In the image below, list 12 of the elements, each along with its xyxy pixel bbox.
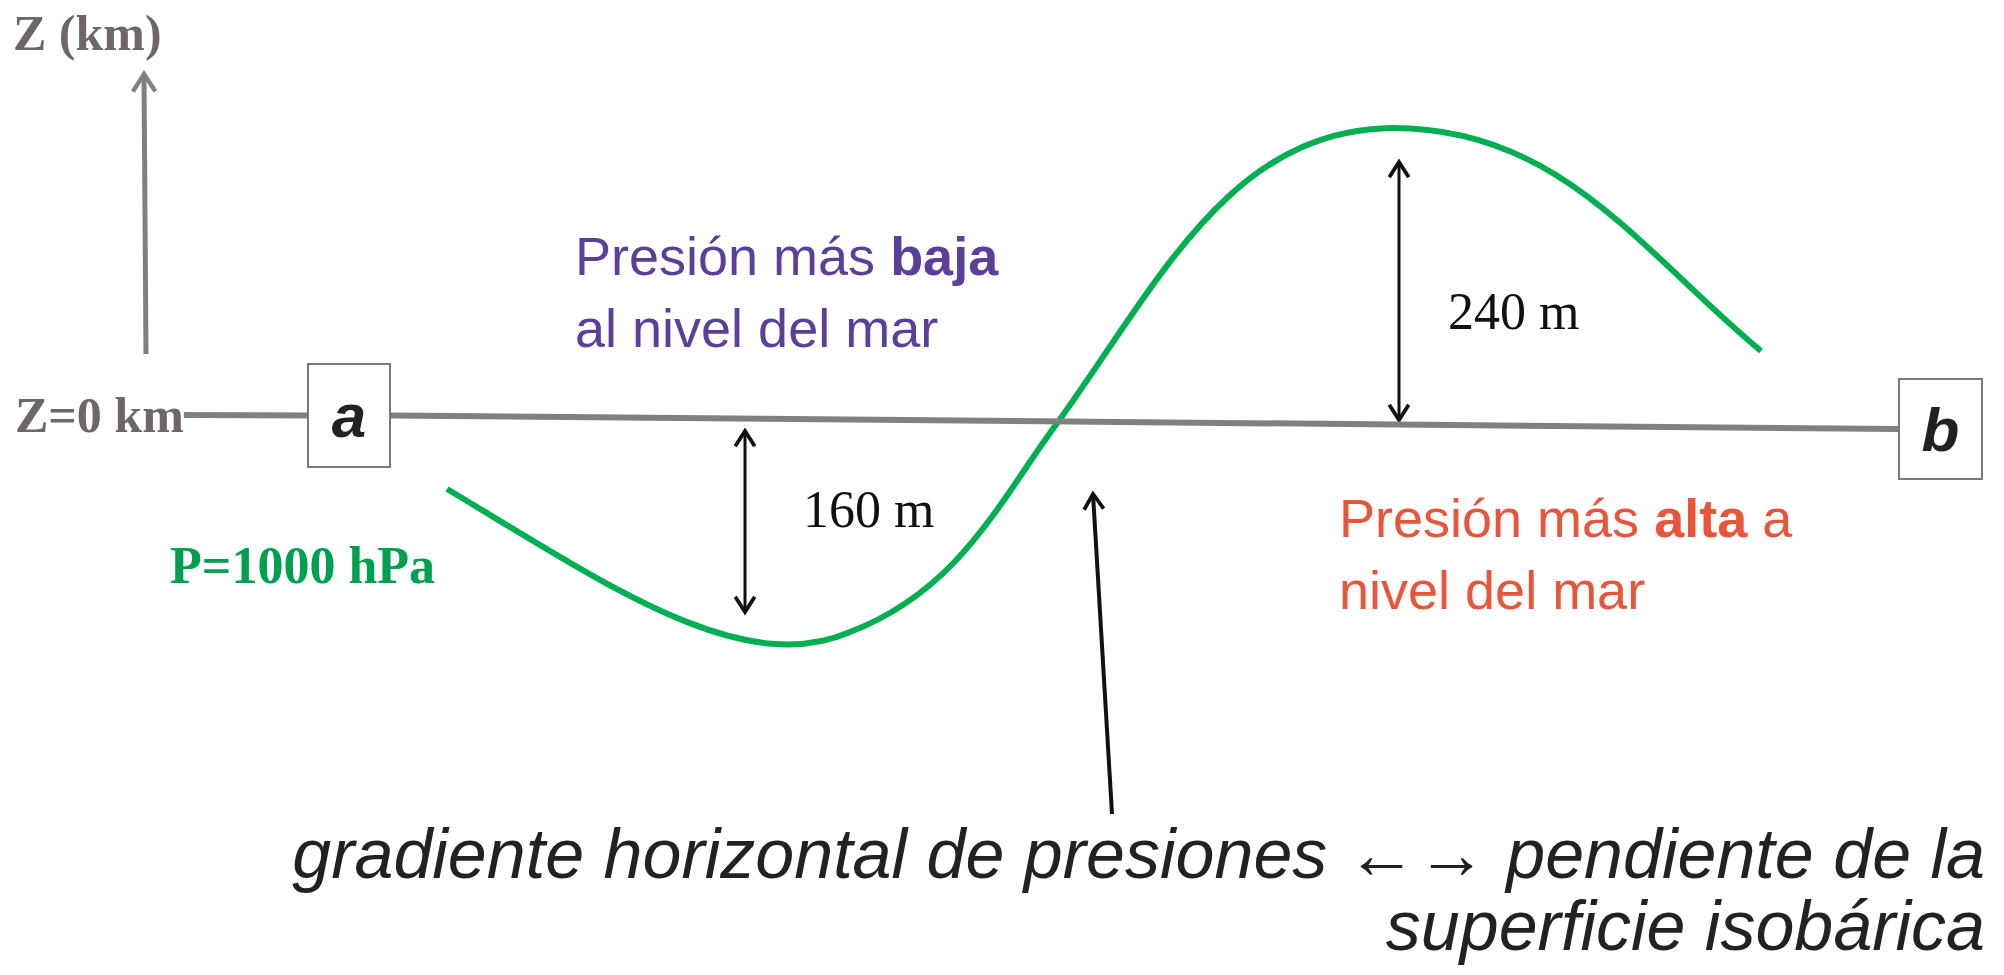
dimension-label: 240 m — [1448, 282, 1580, 341]
point-box: a — [307, 363, 391, 468]
leader-line — [1082, 492, 1114, 815]
sea-level-line — [390, 412, 1899, 432]
axis-label: Z (km) — [13, 4, 162, 62]
dimension-label: 160 m — [803, 480, 935, 539]
sea-level-line — [183, 412, 307, 419]
annotation-text: Presión más baja al nivel del mar — [575, 225, 1000, 360]
axis-label: Z=0 km — [15, 386, 184, 444]
annotation-text: Presión más alta a nivel del mar — [1339, 487, 1794, 622]
isobar-label: P=1000 hPa — [170, 536, 436, 595]
point-box: b — [1898, 378, 1983, 480]
